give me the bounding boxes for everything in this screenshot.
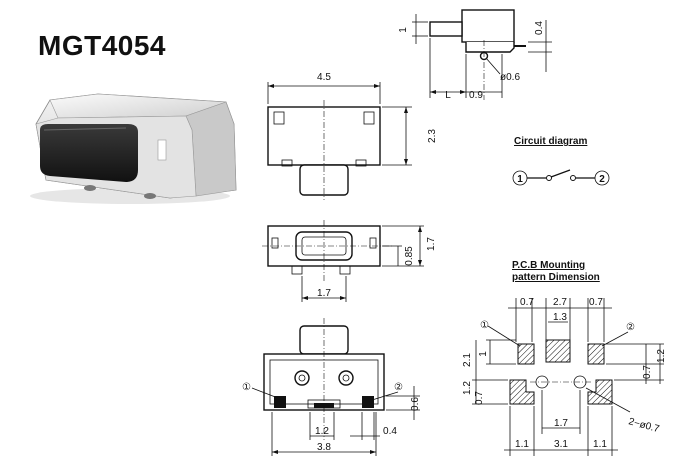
front-view-drawing: 4.5 2.3 [267, 72, 438, 200]
top-h085-dim: 0.85 [404, 246, 415, 266]
pcb-top-right-dim: 0.7 [589, 297, 603, 308]
pcb-left-1-dim: 1 [478, 351, 489, 357]
pcb-heading-2: pattern Dimension [512, 272, 600, 283]
side-dia-dim: ø0.6 [500, 72, 520, 83]
pcb-bot-31-dim: 3.1 [554, 439, 568, 450]
pcb-marker-2: ② [626, 322, 635, 333]
bottom-marker-1: ① [242, 382, 251, 393]
switch-product-photo [30, 93, 237, 204]
pcb-bot-11b-dim: 1.1 [593, 439, 607, 450]
front-width-dim: 4.5 [317, 72, 331, 83]
pcb-pattern-drawing: P.C.B Mounting pattern Dimension 0.7 2.7… [462, 260, 667, 456]
pcb-bot-11a-dim: 1.1 [515, 439, 529, 450]
side-d09-dim: 0.9 [469, 90, 483, 101]
side-L-dim: L [445, 90, 451, 101]
top-h17-dim: 1.7 [426, 237, 437, 251]
front-height-dim: 2.3 [427, 129, 438, 143]
pcb-mid-17-dim: 1.7 [554, 418, 568, 429]
bottom-w04-dim: 0.4 [383, 426, 397, 437]
pcb-hole-dim: 2−ø0.7 [627, 416, 661, 435]
circuit-pin-2: 2 [599, 174, 605, 185]
circuit-diagram: Circuit diagram 1 2 [512, 136, 610, 186]
pcb-right-07-dim: 0.7 [642, 365, 653, 379]
circuit-pin-1: 1 [517, 174, 523, 185]
bottom-view-drawing: ① ② 0.6 1.2 0.4 3.8 [242, 318, 421, 456]
pcb-left-07-dim: 0.7 [474, 391, 485, 405]
circuit-heading: Circuit diagram [514, 136, 587, 147]
pcb-right-12-dim: 1.2 [656, 349, 667, 363]
pcb-top-left-dim: 0.7 [520, 297, 534, 308]
top-view-drawing: 1.7 0.85 1.7 [262, 220, 437, 302]
pcb-inner-top-dim: 1.3 [553, 312, 567, 323]
bottom-w38-dim: 3.8 [317, 442, 331, 453]
pcb-heading-1: P.C.B Mounting [512, 260, 585, 271]
pcb-top-mid-dim: 2.7 [553, 297, 567, 308]
bottom-w12-dim: 1.2 [315, 426, 329, 437]
pcb-left-h-dim: 2.1 [462, 353, 473, 367]
pcb-marker-1: ① [480, 320, 489, 331]
bottom-marker-2: ② [394, 382, 403, 393]
top-w17-dim: 1.7 [317, 288, 331, 299]
side-h1-dim: 1 [398, 27, 409, 33]
side-view-drawing: 1 0.4 L 0.9 ø0.6 [398, 9, 552, 101]
part-number-title: MGT4054 [38, 30, 166, 61]
bottom-h06-dim: 0.6 [410, 397, 421, 411]
side-h04-dim: 0.4 [534, 21, 545, 35]
pcb-left-12-dim: 1.2 [462, 381, 473, 395]
